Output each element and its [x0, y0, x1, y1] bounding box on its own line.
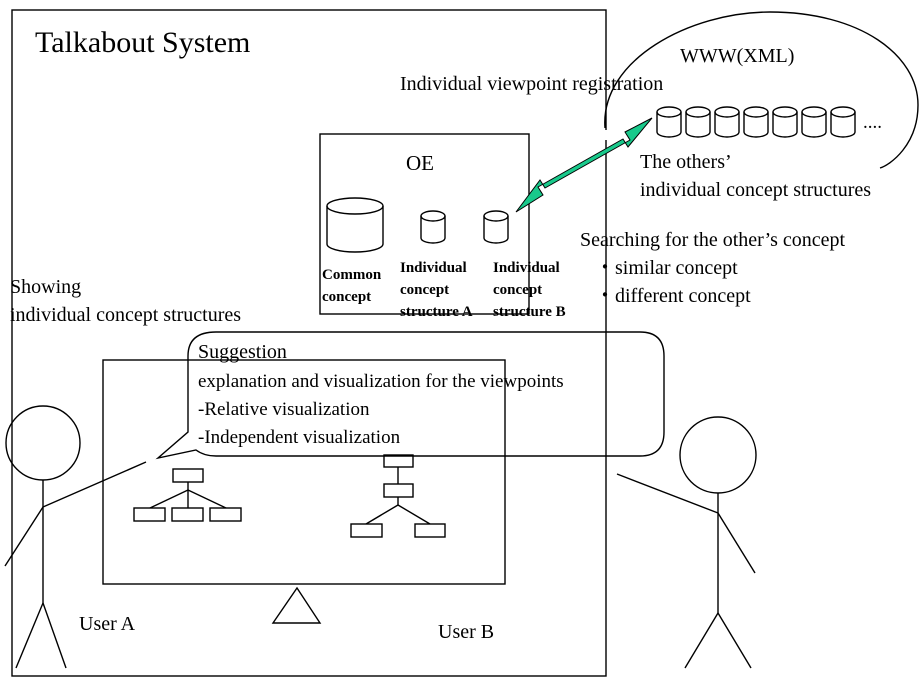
exchange-arrow [515, 117, 653, 213]
others-database-icon [656, 106, 682, 138]
others-database-icon [830, 106, 856, 138]
others-database-icon [743, 106, 769, 138]
stand-triangle [271, 586, 322, 624]
searching-item-different: ・different concept [595, 285, 751, 307]
suggestion-line-1: explanation and visualization for the vi… [198, 371, 564, 392]
structure-b-database [483, 210, 509, 244]
structure-a-database [420, 210, 446, 244]
common-concept-database [326, 197, 384, 253]
user-a-label: User A [79, 613, 136, 635]
user-b-label: User B [438, 621, 494, 643]
searching-item-similar: ・similar concept [595, 257, 738, 279]
searching-title: Searching for the other’s concept [580, 229, 846, 251]
registration-label: Individual viewpoint registration [400, 73, 663, 95]
www-cloud [604, 11, 919, 169]
showing-label-line2: individual concept structures [10, 304, 241, 326]
others-database-icon [685, 106, 711, 138]
others-database-row [656, 106, 856, 138]
suggestion-line-3: -Independent visualization [198, 427, 401, 448]
oe-label: OE [406, 151, 434, 175]
suggestion-line-2: -Relative visualization [198, 399, 370, 420]
struct-b-label-line2: concept [493, 282, 542, 298]
display-screen [102, 359, 506, 585]
common-label-line2: concept [322, 289, 371, 305]
tree-structure-a [133, 468, 242, 522]
struct-a-label-line1: Individual [400, 260, 467, 276]
www-label: WWW(XML) [680, 45, 794, 67]
system-title: Talkabout System [35, 26, 250, 59]
oe-box [319, 133, 530, 315]
struct-b-label-line3: structure B [493, 304, 566, 320]
tree-structure-b [350, 454, 446, 538]
others-database-icon [801, 106, 827, 138]
common-label-line1: Common [322, 267, 382, 283]
struct-b-label-line1: Individual [493, 260, 560, 276]
suggestion-balloon [155, 331, 665, 460]
others-label-line2: individual concept structures [640, 179, 871, 201]
suggestion-title: Suggestion [198, 341, 287, 363]
struct-a-label-line3: structure A [400, 304, 473, 320]
others-database-icon [772, 106, 798, 138]
others-database-icon [714, 106, 740, 138]
ellipsis-label: .... [863, 112, 882, 133]
user-a-figure [4, 405, 147, 669]
user-b-figure [616, 416, 757, 669]
others-label-line1: The others’ [640, 151, 732, 173]
showing-label-line1: Showing [10, 276, 81, 298]
struct-a-label-line2: concept [400, 282, 449, 298]
